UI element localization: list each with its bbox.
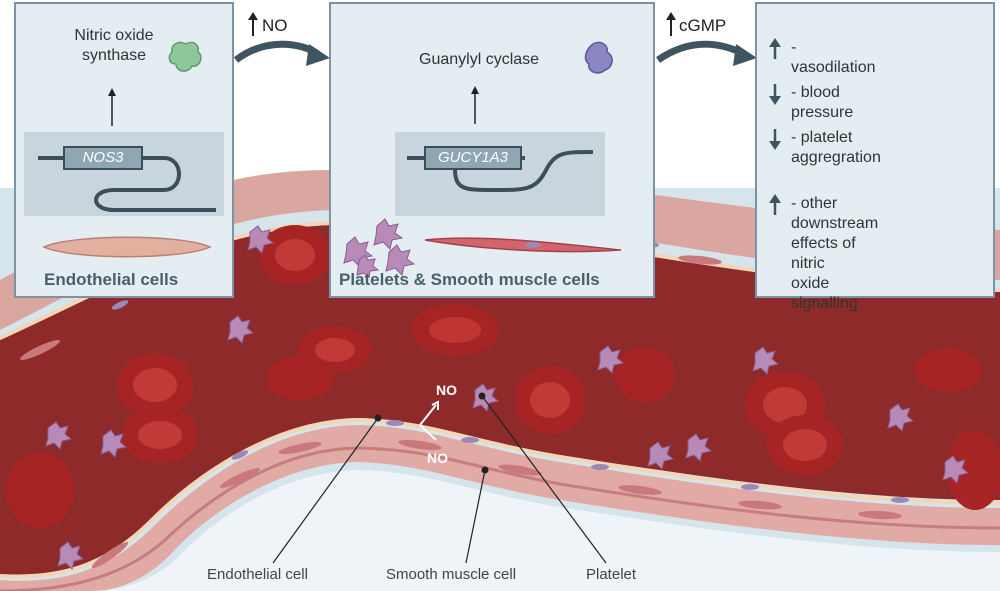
callout-dots <box>374 392 489 474</box>
up-arrow-icon <box>769 38 781 59</box>
platelets-smooth-muscle-label: Platelets & Smooth muscle cells <box>339 270 600 289</box>
endothelial-cells-label: Endothelial cells <box>44 270 179 289</box>
callout-endothelial-cell: Endothelial cell <box>207 566 308 583</box>
vessel-wall-upper <box>0 168 1000 330</box>
effect-text: - blood pressure <box>791 84 854 121</box>
red-blood-cells <box>6 225 1000 528</box>
enzyme-blob-icon <box>168 41 202 72</box>
platelet-smooth-muscle-panel: Guanylyl cyclase GUCY1A3 Platelets & Smo… <box>329 2 655 298</box>
flow-arrow-icon <box>656 40 746 63</box>
gene-panel: GUCY1A3 <box>395 132 605 216</box>
smooth-muscle-cell-icon <box>424 237 622 253</box>
enzyme-blob-icon <box>584 41 613 74</box>
gene-panel: NOS3 <box>24 132 224 216</box>
effect-text: - vasodilation <box>791 39 876 76</box>
platelets <box>45 225 970 570</box>
up-arrow-icon <box>471 86 479 124</box>
dna-strand <box>38 146 216 212</box>
flow-no-label: NO <box>262 16 288 35</box>
enzyme-label: Guanylyl cyclase <box>419 51 540 68</box>
dna-strand <box>407 146 594 193</box>
up-arrow-icon <box>108 88 116 126</box>
endothelial-panel: Nitric oxide synthase NOS3 Endothelial c… <box>14 2 234 298</box>
vessel-wall-lower <box>0 425 1000 591</box>
effect-text: - platelet aggregration <box>791 129 881 166</box>
no-label-lower: NO <box>427 450 448 466</box>
no-label-upper: NO <box>436 382 457 398</box>
gene-gucy1a3: GUCY1A3 <box>437 149 509 166</box>
down-arrow-icon <box>769 84 781 105</box>
callout-lines <box>272 395 607 564</box>
callout-platelet: Platelet <box>586 566 637 583</box>
callout-smooth-muscle-cell: Smooth muscle cell <box>386 566 517 583</box>
endothelial-cell-icon <box>42 236 212 258</box>
tissue-lower <box>90 470 1000 591</box>
flow-arrow-icon <box>233 40 320 63</box>
no-release-arrows <box>419 400 439 441</box>
up-arrow-icon <box>769 194 781 215</box>
flow-cgmp-label: cGMP <box>679 16 727 35</box>
enzyme-label: Nitric oxide synthase <box>74 27 154 64</box>
down-arrow-icon <box>769 129 781 150</box>
effect-text: - other downstream effects of nitric oxi… <box>791 195 879 312</box>
platelet-cluster-icon <box>343 218 416 276</box>
effects-panel: - vasodilation - blood pressure - platel… <box>755 2 995 312</box>
gene-nos3: NOS3 <box>82 149 124 166</box>
vessel-lumen <box>0 224 1000 576</box>
